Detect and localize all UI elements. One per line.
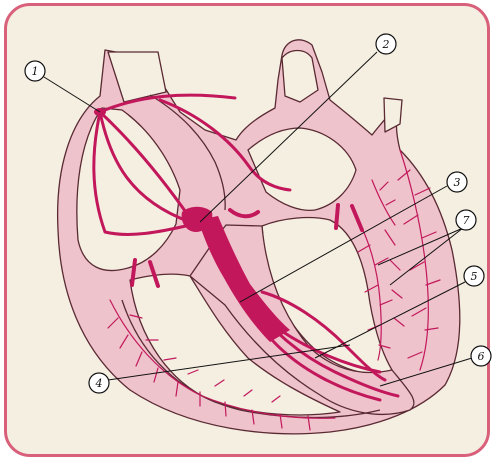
callout-3: 3 bbox=[447, 172, 467, 192]
heart-walls bbox=[58, 40, 460, 434]
callout-1-label: 1 bbox=[32, 65, 39, 78]
callout-5: 5 bbox=[464, 266, 484, 286]
callout-4: 4 bbox=[89, 373, 109, 393]
pulmonary-vein-stub bbox=[384, 98, 402, 132]
callout-5-label: 5 bbox=[471, 270, 478, 283]
aorta-stub bbox=[282, 51, 318, 103]
callout-6: 6 bbox=[471, 346, 491, 366]
callout-7-label: 7 bbox=[463, 214, 470, 227]
callout-2-label: 2 bbox=[382, 38, 390, 51]
callout-1: 1 bbox=[25, 61, 45, 81]
callout-2: 2 bbox=[376, 34, 396, 54]
leader-line-1 bbox=[44, 77, 100, 112]
callout-6-label: 6 bbox=[478, 350, 485, 363]
callout-7: 7 bbox=[456, 210, 476, 230]
callout-4-label: 4 bbox=[95, 377, 103, 390]
callout-3-label: 3 bbox=[454, 176, 461, 189]
mitral-valve-left bbox=[336, 205, 338, 228]
